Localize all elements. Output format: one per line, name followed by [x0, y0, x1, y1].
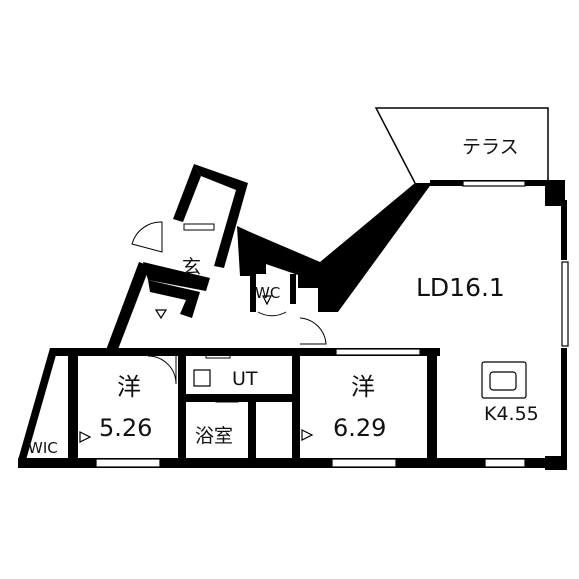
wall-sloped-mass	[237, 183, 432, 312]
window-room-left	[95, 458, 161, 468]
label-wc: WC	[255, 284, 280, 302]
wall-bottom	[18, 458, 438, 468]
label-kitchen: K4.55	[484, 403, 539, 425]
wall-ld-corner	[545, 180, 565, 206]
door-entrance-swing	[131, 221, 163, 253]
label-bath: 浴室	[195, 425, 233, 447]
wic-arrow-icon	[79, 431, 92, 443]
window-ld-top	[462, 180, 526, 187]
wall-wic-divider	[68, 356, 78, 464]
door-wc-swing	[257, 311, 287, 317]
wall-wc-side	[250, 274, 256, 312]
wall-wc-top	[248, 262, 266, 274]
wall-ld-right-b	[561, 348, 567, 470]
doors	[131, 221, 327, 403]
wc-arrow-icon	[262, 295, 272, 306]
label-ld: LD16.1	[416, 273, 505, 302]
kitchen-counter	[481, 361, 527, 399]
wall-room-right-left	[292, 356, 300, 464]
window-kitchen	[484, 458, 526, 468]
walls	[18, 164, 567, 470]
shoe-box-marker	[154, 309, 168, 320]
wall-room-left-right	[178, 356, 186, 464]
label-room-right-kanji: 洋	[351, 373, 375, 401]
wall-bath-right	[248, 394, 256, 466]
window-room-right	[331, 458, 397, 468]
door-room-left-swing	[147, 355, 177, 385]
wall-shoe-box	[148, 280, 200, 318]
wall-left-slant	[106, 262, 150, 352]
door-bath-frame	[215, 395, 239, 403]
wall-wc-right	[290, 274, 296, 304]
windows	[95, 180, 569, 468]
room-right-arrow-icon	[301, 429, 314, 441]
label-room-right-size: 6.29	[333, 414, 386, 442]
window-band-top	[335, 348, 421, 356]
door-ld-swing	[299, 317, 327, 345]
wall-entry-step	[143, 262, 210, 291]
wall-kitchen-corner	[545, 456, 567, 470]
wall-wic-left	[18, 348, 58, 460]
door-ut-frame	[205, 351, 231, 359]
wall-corridor-outer	[194, 164, 248, 268]
label-terrace: テラス	[462, 136, 519, 158]
door-corridor	[183, 223, 215, 231]
wall-band-top	[50, 348, 440, 356]
window-ld-right	[561, 261, 569, 347]
label-ut: UT	[232, 368, 258, 390]
kitchen-sink	[489, 371, 517, 391]
label-room-left-size: 5.26	[99, 414, 152, 442]
wall-ld-right-a	[561, 200, 567, 260]
label-entrance: 玄	[182, 256, 201, 278]
terrace-edge	[374, 107, 549, 184]
wall-corridor-left	[173, 164, 201, 222]
room-labels: テラス LD16.1 K4.55 玄 WC UT 浴室 洋 5.26 洋 6.2…	[28, 136, 539, 457]
washer-box	[193, 369, 211, 387]
label-room-left-kanji: 洋	[117, 373, 141, 401]
terrace-outline	[374, 107, 549, 184]
fixtures	[79, 295, 527, 443]
wall-ut-bottom	[178, 394, 292, 402]
label-wic: WIC	[28, 439, 58, 457]
wall-bottom-kitchen-post	[427, 350, 437, 468]
